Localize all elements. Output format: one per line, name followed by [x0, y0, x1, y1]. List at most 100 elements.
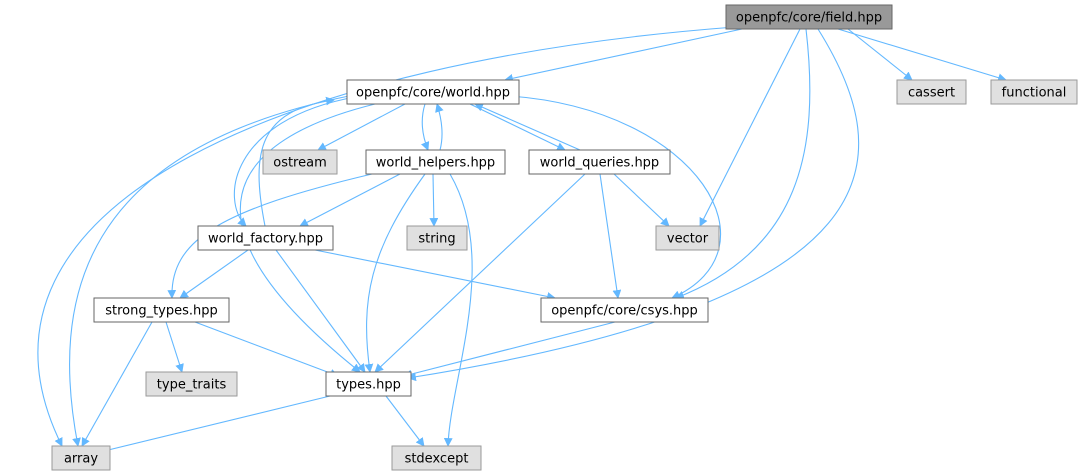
- edge-world_helpers-to-types: [364, 173, 426, 373]
- edge-line: [317, 103, 406, 151]
- node-box: [725, 4, 893, 30]
- edge-world_helpers-to-stdexcept: [443, 173, 473, 447]
- node-box: [365, 149, 506, 175]
- edge-world_queries-to-vector: [613, 173, 670, 227]
- edge-line: [81, 321, 153, 447]
- edge-line: [504, 28, 743, 83]
- node-label: openpfc/core/world.hpp: [356, 86, 510, 101]
- edge-line: [314, 249, 556, 301]
- edge-line: [407, 28, 860, 382]
- node-vector: vector: [655, 225, 720, 251]
- node-label: world_helpers.hpp: [376, 156, 495, 171]
- edge-line: [299, 173, 401, 227]
- node-box: [197, 225, 334, 251]
- edge-world_helpers-to-string: [429, 173, 439, 227]
- edge-line: [675, 28, 811, 300]
- node-stdexcept: stdexcept: [391, 445, 482, 471]
- edge-world-to-array: [69, 95, 350, 447]
- node-box: [93, 297, 230, 323]
- edge-field-to-csys: [675, 28, 811, 300]
- edge-line: [258, 96, 335, 227]
- edge-line: [239, 103, 376, 373]
- node-string: string: [406, 225, 468, 251]
- edge-field-to-types: [407, 28, 860, 382]
- edge-line: [429, 173, 439, 227]
- node-ostream: ostream: [262, 149, 338, 175]
- edge-world_queries-to-types: [374, 173, 586, 373]
- edge-line: [699, 28, 801, 227]
- nodes-layer: openpfc/core/field.hpp openpfc/core/world…: [51, 4, 1078, 471]
- node-types[interactable]: types.hpp: [325, 371, 412, 397]
- edge-strong_types-to-types: [194, 321, 339, 378]
- edge-line: [179, 249, 249, 299]
- edge-types-to-array: [99, 395, 331, 455]
- node-box: [262, 149, 338, 175]
- node-label: cassert: [908, 86, 955, 101]
- edge-line: [599, 173, 622, 299]
- edge-line: [443, 173, 473, 447]
- edge-line: [420, 103, 430, 151]
- edge-world-to-world_helpers: [420, 103, 430, 151]
- edge-types-to-stdexcept: [385, 395, 425, 447]
- node-box: [391, 445, 482, 471]
- edge-csys-to-types: [403, 321, 616, 379]
- edge-line: [385, 395, 425, 447]
- node-cassert: cassert: [896, 79, 967, 105]
- node-label: vector: [667, 232, 709, 247]
- edge-world_factory-to-csys: [314, 249, 556, 301]
- node-box: [655, 225, 720, 251]
- node-label: stdexcept: [405, 452, 469, 467]
- node-strong-types[interactable]: strong_types.hpp: [93, 297, 230, 323]
- edge-line: [165, 321, 184, 373]
- edge-line: [99, 395, 331, 455]
- node-world-helpers[interactable]: world_helpers.hpp: [365, 149, 506, 175]
- node-box: [145, 371, 238, 397]
- edge-line: [509, 95, 722, 299]
- node-label: strong_types.hpp: [105, 304, 218, 319]
- edge-world_helpers-to-world: [435, 103, 444, 151]
- node-label: type_traits: [157, 378, 227, 393]
- node-csys[interactable]: openpfc/core/csys.hpp: [540, 297, 709, 323]
- edge-field-to-vector: [699, 28, 801, 227]
- node-type-traits: type_traits: [145, 371, 238, 397]
- edge-field-to-functional: [837, 28, 1007, 82]
- edge-line: [275, 249, 366, 373]
- edge-world-to-ostream: [317, 103, 406, 151]
- edge-world_helpers-to-world_factory: [299, 173, 401, 227]
- node-functional: functional: [990, 79, 1078, 105]
- node-box: [51, 445, 111, 471]
- node-box: [990, 79, 1078, 105]
- node-field[interactable]: openpfc/core/field.hpp: [725, 4, 893, 30]
- node-label: ostream: [273, 156, 327, 171]
- node-world[interactable]: openpfc/core/world.hpp: [346, 79, 520, 105]
- node-box: [325, 371, 412, 397]
- edge-world-to-world_queries: [469, 103, 566, 151]
- node-label: world_queries.hpp: [540, 156, 659, 171]
- node-label: openpfc/core/csys.hpp: [551, 304, 698, 319]
- edge-line: [37, 26, 736, 447]
- edge-field-to-cassert: [847, 28, 913, 81]
- edge-line: [837, 28, 1007, 82]
- node-array: array: [51, 445, 111, 471]
- edge-line: [613, 173, 670, 227]
- edge-world_queries-to-world: [474, 103, 581, 151]
- edge-world_factory-to-world: [258, 96, 335, 227]
- edge-field-to-array: [37, 26, 736, 447]
- edge-line: [403, 321, 616, 379]
- node-world-queries[interactable]: world_queries.hpp: [528, 149, 671, 175]
- edge-line: [194, 321, 339, 378]
- node-box: [540, 297, 709, 323]
- node-world-factory[interactable]: world_factory.hpp: [197, 225, 334, 251]
- edge-line: [474, 103, 581, 151]
- edge-world_queries-to-csys: [599, 173, 622, 299]
- node-label: array: [64, 452, 98, 467]
- edge-line: [469, 103, 566, 151]
- edge-line: [69, 95, 350, 447]
- node-label: types.hpp: [336, 378, 401, 393]
- node-box: [528, 149, 671, 175]
- node-label: string: [418, 232, 455, 247]
- node-box: [896, 79, 967, 105]
- node-label: openpfc/core/field.hpp: [736, 11, 882, 26]
